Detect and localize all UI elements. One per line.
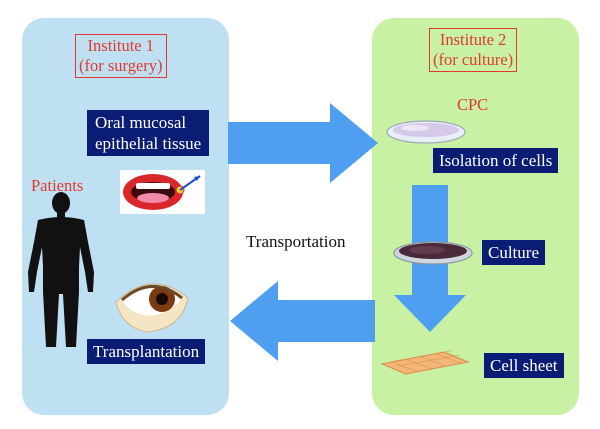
mouth-icon — [120, 170, 205, 214]
petri-dish-icon — [386, 120, 466, 144]
human-silhouette-icon — [28, 192, 94, 347]
patients-label: Patients — [31, 176, 84, 195]
cpc-label: CPC — [457, 95, 489, 114]
eye-icon — [115, 283, 189, 333]
culture-label: Culture — [482, 240, 545, 265]
transportation-label: Transportation — [240, 229, 352, 254]
institute-1-label: Institute 1 (for surgery) — [75, 34, 167, 78]
institute-2-label: Institute 2 (for culture) — [429, 28, 518, 72]
institute-2-panel — [372, 18, 579, 415]
transplantation-label: Transplantation — [87, 339, 206, 364]
culture-dish-icon — [393, 241, 473, 265]
oral-mucosal-tissue-label: Oral mucosal epithelial tissue — [87, 110, 210, 156]
arrow-to-culture — [228, 103, 378, 183]
isolation-of-cells-label: Isolation of cells — [433, 148, 559, 173]
arrow-to-surgery — [230, 281, 375, 361]
cell-sheet-icon — [380, 350, 470, 375]
cell-sheet-label: Cell sheet — [484, 353, 564, 378]
